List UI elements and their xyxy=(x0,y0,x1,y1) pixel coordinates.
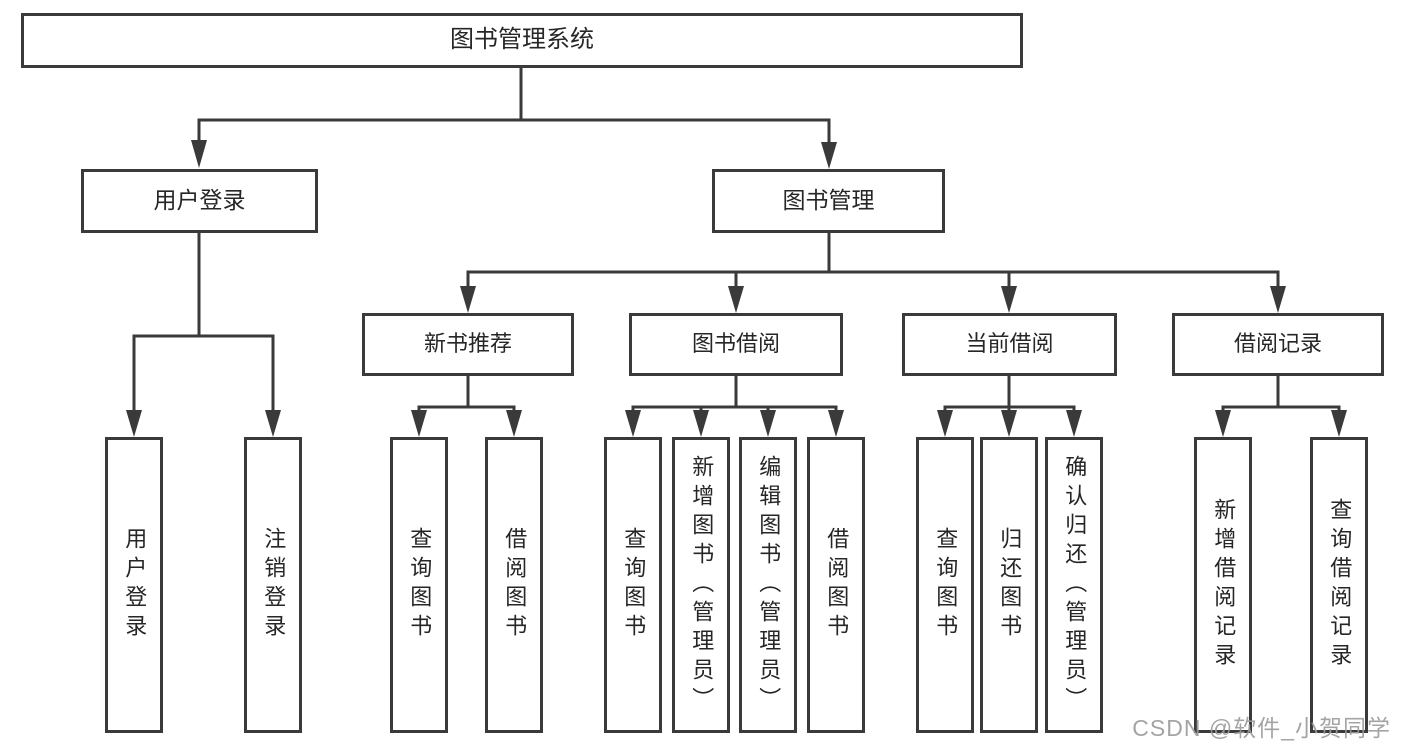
leaf-logout: 注销登录 xyxy=(244,437,302,733)
node-book-management: 图书管理 xyxy=(712,169,945,233)
arrow-down-icon xyxy=(821,142,837,169)
arrow-down-icon xyxy=(693,410,709,437)
leaf-edit-books-admin: 编辑图书（管理员） xyxy=(739,437,797,733)
arrow-down-icon xyxy=(1001,410,1017,437)
leaf-borrow-books-recommend: 借阅图书 xyxy=(485,437,543,733)
arrow-down-icon xyxy=(411,410,427,437)
connector-root-to-level2 xyxy=(191,66,837,169)
leaf-query-books-current: 查询图书 xyxy=(916,437,974,733)
node-book-borrow: 图书借阅 xyxy=(629,313,843,376)
node-user-login: 用户登录 xyxy=(81,169,318,233)
arrow-down-icon xyxy=(625,410,641,437)
leaf-borrow-books: 借阅图书 xyxy=(807,437,865,733)
arrow-down-icon xyxy=(828,410,844,437)
leaf-return-books: 归还图书 xyxy=(980,437,1038,733)
arrow-down-icon xyxy=(1331,410,1347,437)
arrow-down-icon xyxy=(937,410,953,437)
leaf-add-borrow-record: 新增借阅记录 xyxy=(1194,437,1252,733)
arrow-down-icon xyxy=(1066,410,1082,437)
leaf-add-books-admin: 新增图书（管理员） xyxy=(672,437,730,733)
node-current-borrow: 当前借阅 xyxy=(902,313,1117,376)
connector-book-management-to-level3 xyxy=(460,231,1286,313)
leaf-query-books-borrow: 查询图书 xyxy=(604,437,662,733)
connector-current-borrow-to-leaves xyxy=(937,374,1082,437)
node-new-book-recommend: 新书推荐 xyxy=(362,313,574,376)
arrow-down-icon xyxy=(265,410,281,437)
node-borrow-records: 借阅记录 xyxy=(1172,313,1384,376)
connector-book-borrow-to-leaves xyxy=(625,374,844,437)
arrow-down-icon xyxy=(506,410,522,437)
arrow-down-icon xyxy=(460,286,476,313)
arrow-down-icon xyxy=(1001,286,1017,313)
connector-user-login-to-leaves xyxy=(126,231,281,437)
arrow-down-icon xyxy=(126,410,142,437)
arrow-down-icon xyxy=(191,140,207,168)
leaf-confirm-return-admin: 确认归还（管理员） xyxy=(1045,437,1103,733)
arrow-down-icon xyxy=(1270,286,1286,313)
arrow-down-icon xyxy=(760,410,776,437)
connector-records-to-leaves xyxy=(1215,374,1347,437)
csdn-watermark: CSDN @软件_小贺同学 xyxy=(1132,715,1391,741)
arrow-down-icon xyxy=(1215,410,1231,437)
leaf-query-books-recommend: 查询图书 xyxy=(390,437,448,733)
leaf-query-borrow-record: 查询借阅记录 xyxy=(1310,437,1368,733)
arrow-down-icon xyxy=(728,286,744,313)
node-root: 图书管理系统 xyxy=(21,13,1023,68)
leaf-user-login: 用户登录 xyxy=(105,437,163,733)
connector-new-books-to-leaves xyxy=(411,374,522,437)
